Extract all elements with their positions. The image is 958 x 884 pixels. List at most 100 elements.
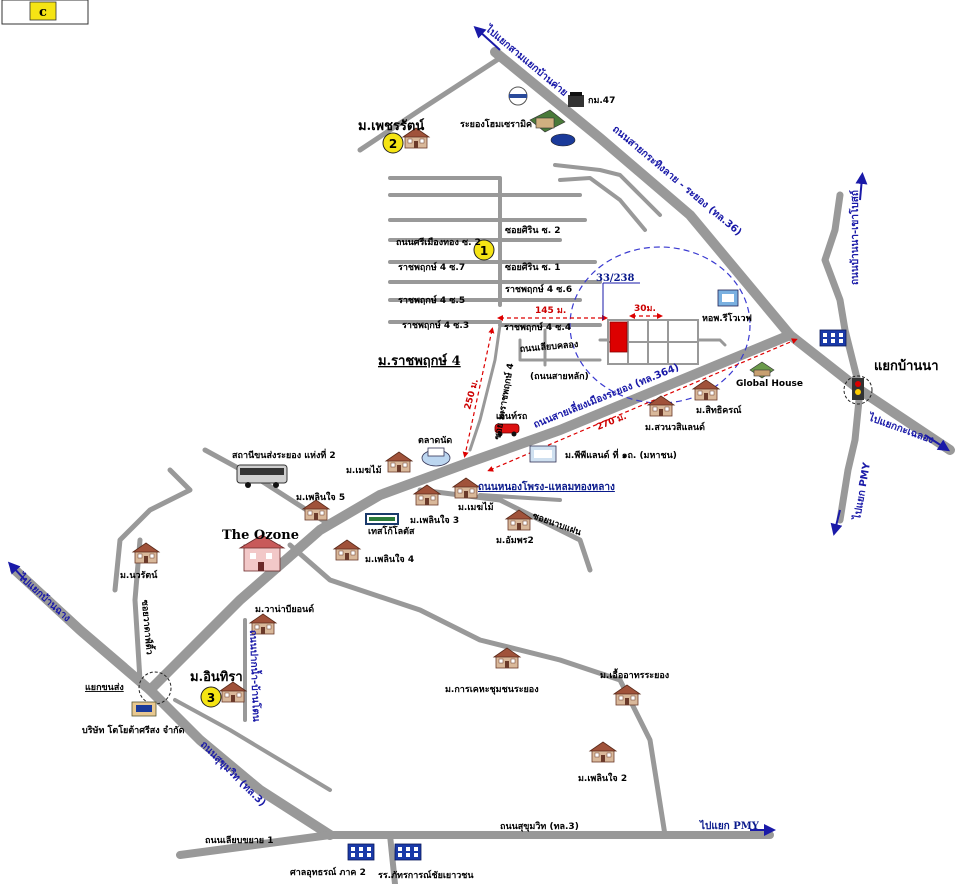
tent-rent-label: เต็นท์รถ [496,409,527,422]
legend-box: c [1,0,89,25]
house-icon [385,451,413,473]
soi-srimuang: ถนนศรีเมืองทอง ซ. 2 [396,236,481,248]
company-icon [131,701,157,717]
svg-text:2: 2 [389,137,397,151]
dorm-icon [717,289,739,307]
car-icon [494,423,520,437]
building-icon [394,843,422,861]
target-plot [609,321,628,353]
side-road-1: ถนนเลียบคลอง [519,339,578,355]
village-sittharon: ม.สิทธิครณ์ [696,404,742,416]
direction-arrows [7,25,951,836]
to-banchang: ไปแยกบ้านฉาง [15,570,73,624]
village-chuea: ม.เอื้ออาทรระยอง [600,668,669,681]
svg-text:1: 1 [480,244,488,258]
house-icon [647,395,675,417]
globalhouse-label: Global House [736,379,803,389]
market-icon [421,447,451,467]
road-left-top [357,55,503,153]
to-pmy-bottom: ไปแยก PMY [699,819,760,832]
village-phoenlin-4: ม.เพลินใจ 4 [365,553,414,565]
ford-logo-icon [550,133,576,147]
village-pp: ม.พีพีแลนด์ ที่ ๑ถ. (มหาชน) [565,448,677,461]
dorm-label: หอพ.รีโวเวฟ [702,312,752,324]
village-mekmai-1: ม.เมฆไม้ [346,464,382,476]
house-icon [692,379,720,401]
globalhouse-icon [749,361,775,379]
house-icon [589,741,617,763]
road-36 [490,47,955,455]
company-label: บริษัท โตโยต้าศรีสง จำกัด [82,724,185,736]
market-label: ตลาดนัด [418,435,452,446]
house-icon [302,499,330,521]
distance-lines [462,313,798,472]
tesco-label: เทสโก้โลตัส [368,525,415,537]
soi-ratchaphruek-6: ราชพฤกษ์ 4 ซ.6 [505,283,572,295]
volvo-logo-icon [508,86,528,106]
road-36-label: ถนนสายกระทิงลาย - ระยอง (ทล.36) [610,123,744,238]
intersection-west [138,671,172,705]
distance-145: 145 ม. [535,306,566,316]
road-nongpho: ถนนหนองโพรง-แหลมทองหลาง [478,480,615,493]
village-suanthani: ม.สวนวสิแลนด์ [645,421,705,433]
village-phoenlin-2: ม.เพลินใจ 2 [578,772,627,784]
road-3-diagonal-label: ถนนสุขุมวิท (ทล.3) [198,739,268,809]
house-icon [613,684,641,706]
house-icon [132,542,160,564]
village-phoenlin-3: ม.เพลินใจ 3 [410,514,459,526]
road-3-bottom-label: ถนนสุขุมวิท (ทล.3) [500,821,579,832]
km47-icon [568,92,584,107]
pp-icon [529,445,557,463]
soi-vertical-2: ถนนปากน้ำ-บ้านโตน [247,630,264,722]
school-label: รร.ภัทรการณ์ชัยเยาวชน [378,869,474,881]
village-phoenlin-5: ม.เพลินใจ 5 [296,491,345,503]
building-icon [347,843,375,861]
marker-1: 1 [473,239,495,261]
village-ampon: ม.อัมพร2 [496,535,534,546]
distance-30: 30ม. [634,304,656,314]
intersection-east-label: แยกบ้านนา [874,358,939,374]
bus-terminal-label: สถานีขนส่งระยอง แห่งที่ 2 [232,448,336,461]
legend-letter: c [39,5,47,20]
side-road-2: (ถนนสายหลัก) [530,371,589,382]
soi-ratchaphruek-7: ราชพฤกษ์ 4 ซ.7 [398,261,465,273]
plot-number: 33/238 [596,273,634,284]
svg-text:3: 3 [207,691,215,705]
soi-right: ซอยนาบแฝน [531,510,583,538]
village-karakhet: ม.การเคหะชุมชนระยอง [445,685,539,695]
intersection-east [843,375,873,405]
building-icon [819,329,847,347]
soi-sirin-2: ซอยศิริน ซ. 2 [505,225,561,236]
soi-ratchaphruek-4: ราชพฤกษ์ 4 ซ.4 [504,321,571,333]
km47-label: กม.47 [588,96,615,106]
village-mekmai-2: ม.เมฆไม้ [458,501,494,513]
volvo-shop: ระยองโฮมเซรามิค [460,118,532,130]
road-bottom-left-label: ถนนเลียบขยาย 1 [205,835,273,846]
house-icon [413,484,441,506]
bus-icon [236,464,288,488]
the-ozone-label: The Ozone [222,528,299,543]
ozone-building-icon [238,534,286,572]
soi-ratchaphruek-5: ราชพฤกษ์ 4 ซ.5 [398,294,465,306]
village-nawarat: ม.นวรัตน์ [120,569,158,581]
marker-3: 3 [200,686,222,708]
soi-ratchaphruek-3: ราชพฤกษ์ 4 ซ.3 [402,319,469,331]
road-3-diagonal [10,565,335,840]
court-label: ศาลอุทธรณ์ ภาค 2 [290,866,366,878]
soi-left: ซอยวาดาฟ์ดิ้ว [139,599,157,655]
house-icon [333,539,361,561]
tesco-logo-icon [365,513,399,525]
village-ratchaphruek: ม.ราชพฤกษ์ 4 [378,353,461,369]
village-phetcharat: ม.เพชรรัตน์ [358,118,424,134]
house-icon [452,477,480,499]
village-inthira: ม.อินทิรา [190,670,243,685]
roads [10,47,955,884]
road-east-vertical-label: ถนนบ้านนา-เขาโบสถ์ [848,190,861,285]
village-wanaview: ม.วาน่าบียอนด์ [255,603,314,615]
house-icon [219,681,247,703]
shop-icon [529,109,566,133]
marker-2: 2 [382,132,404,154]
to-pmy-right: ไปแยก PMY [850,461,873,522]
intersection-west-label: แยกขนส่ง [85,682,124,693]
